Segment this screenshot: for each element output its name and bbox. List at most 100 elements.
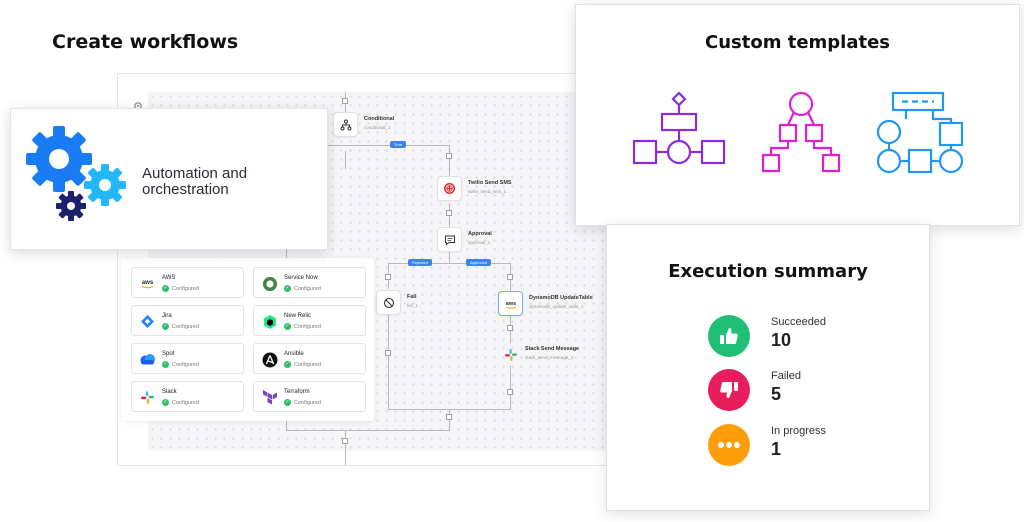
add-step-dot[interactable] [446,414,452,420]
block-icon [383,297,394,308]
integration-name: New Relic [284,313,312,319]
template-flow-icon[interactable] [631,90,731,170]
add-step-dot[interactable] [507,274,513,280]
integration-name: Terraform [284,389,310,395]
connector [510,366,511,409]
svg-text:aws: aws [505,301,515,307]
stat-label: Succeeded [771,316,827,328]
connector [286,145,450,146]
integration-card-jira[interactable]: Jira ✓Configured [131,305,244,336]
stat-succeeded: Succeeded 10 [708,315,908,357]
stat-label: In progress [771,425,827,437]
integration-name: AWS [162,275,176,281]
integration-card-servicenow[interactable]: Service Now ✓Configured [253,267,366,298]
chat-icon [444,235,455,246]
twilio-node[interactable] [437,176,462,201]
newrelic-logo [261,313,278,330]
check-icon: ✓ [162,361,169,368]
integration-card-terraform[interactable]: Terraform ✓Configured [253,381,366,412]
ellipsis-icon [708,424,750,466]
conditional-label: Conditional [364,116,395,122]
integration-name: Service Now [284,275,318,281]
integration-status: ✓Configured [284,323,321,330]
twilio-sub: twilio_send_sms_1 [468,189,507,194]
slack-label: Slack Send Message [525,346,580,352]
execution-summary-title: Execution summary [668,261,868,282]
integration-card-newrelic[interactable]: New Relic ✓Configured [253,305,366,336]
aws-logo: aws [139,275,156,292]
custom-templates-title: Custom templates [704,32,891,53]
connector [345,92,346,127]
add-step-dot[interactable] [385,350,391,356]
integration-status: ✓Configured [284,285,321,292]
automation-card: Automation and orchestration [10,108,328,250]
check-icon: ✓ [284,323,291,330]
automation-label: Automation and orchestration [142,166,292,198]
ansible-logo [261,351,278,368]
add-step-dot[interactable] [385,274,391,280]
integration-status: ✓Configured [284,361,321,368]
branch-badge-true: True [390,141,407,148]
integrations-panel: aws AWS ✓Configured Service Now ✓Configu… [121,258,374,421]
integration-status: ✓Configured [162,285,199,292]
dynamodb-sub: dynamodb_update_table_1 [529,304,584,309]
check-icon: ✓ [284,285,291,292]
approval-node[interactable] [437,227,462,252]
connector [388,263,511,264]
dynamodb-label: DynamoDB UpdateTable [529,295,593,301]
fail-node[interactable] [376,290,401,315]
slack-logo [139,389,156,406]
slack-sub: slack_send_message_1 [525,355,574,360]
connector [345,430,346,465]
check-icon: ✓ [162,323,169,330]
integration-name: Ansible [284,351,304,357]
check-icon: ✓ [284,361,291,368]
add-step-dot[interactable] [446,153,452,159]
template-tree-icon[interactable] [759,90,843,180]
stat-value: 10 [771,330,792,350]
slack-icon [504,348,517,361]
integration-card-ansible[interactable]: Ansible ✓Configured [253,343,366,374]
connector [449,145,450,183]
conditional-node[interactable] [333,112,358,137]
add-step-dot[interactable] [446,210,452,216]
integration-card-spot[interactable]: Spot ✓Configured [131,343,244,374]
slack-node[interactable] [498,342,523,367]
add-step-dot[interactable] [342,98,348,104]
servicenow-logo [261,275,278,292]
custom-templates-card: Custom templates [575,4,1020,226]
integration-card-slack[interactable]: Slack ✓Configured [131,381,244,412]
stat-value: 1 [771,439,782,459]
twilio-label: Twilio Send SMS [468,180,512,186]
conditional-sub: conditional_1 [364,125,391,130]
integration-status: ✓Configured [162,399,199,406]
branch-badge-rejected: Rejected [408,259,432,266]
connector [388,314,389,409]
connector [449,251,450,264]
branch-badge-approved: Approved [466,259,492,266]
template-branch-icon[interactable] [871,90,967,180]
integration-status: ✓Configured [162,361,199,368]
jira-logo [139,313,156,330]
check-icon: ✓ [162,285,169,292]
integration-name: Spot [162,351,175,357]
connector [286,430,450,431]
integration-status: ✓Configured [162,323,199,330]
thumbs-up-icon [708,315,750,357]
fail-label: Fail [407,294,417,300]
add-step-dot[interactable] [507,389,513,395]
gears-icon [26,126,126,221]
add-step-dot[interactable] [342,438,348,444]
add-step-dot[interactable] [507,325,513,331]
create-workflows-title: Create workflows [52,31,239,53]
check-icon: ✓ [162,399,169,406]
spot-logo [139,351,156,368]
approval-sub: approval_1 [468,240,491,245]
connector [345,151,346,169]
connector [449,204,450,230]
integration-name: Slack [162,389,177,395]
dynamodb-node[interactable]: aws [498,291,523,316]
integration-card-aws[interactable]: aws AWS ✓Configured [131,267,244,298]
approval-label: Approval [468,231,492,237]
check-icon: ✓ [284,399,291,406]
